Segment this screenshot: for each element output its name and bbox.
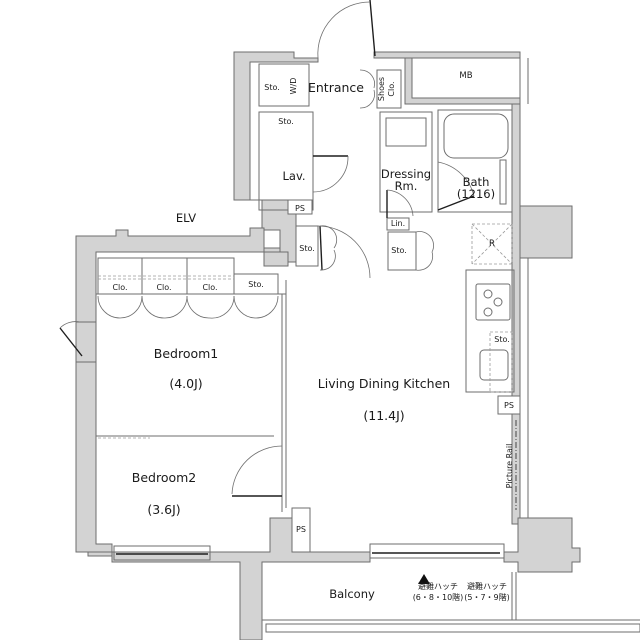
- label-shoes: Shoes: [377, 77, 386, 101]
- label-bedroom1-size: (4.0J): [169, 376, 202, 391]
- annotations: Picture Rail 避難ハッチ (6・8・10階) 避難ハッチ (5・7・…: [413, 444, 514, 602]
- label-sto-hall-right: Sto.: [391, 246, 407, 255]
- label-picture-rail: Picture Rail: [505, 444, 514, 489]
- label-clo-2: Clo.: [156, 283, 171, 292]
- storage-labels: Sto. W/D Sto. Shoes Clo. Clo. Clo. Clo. …: [112, 77, 514, 534]
- label-hatch1: 避難ハッチ: [418, 581, 458, 591]
- label-dressing-rm: Rm.: [395, 179, 418, 193]
- label-sto-kitchen: Sto.: [494, 335, 510, 344]
- label-ps-top: PS: [295, 204, 305, 213]
- label-bedroom2: Bedroom2: [132, 470, 197, 485]
- label-refrigerator: R: [489, 239, 495, 249]
- interior-lines: [75, 58, 640, 633]
- label-shoes-clo: Clo.: [387, 81, 396, 96]
- label-bedroom1: Bedroom1: [154, 346, 219, 361]
- label-elv: ELV: [176, 211, 196, 225]
- label-lin: Lin.: [391, 219, 405, 228]
- label-bath: Bath: [463, 175, 490, 189]
- label-ldk: Living Dining Kitchen: [318, 376, 450, 391]
- label-hatch2: 避難ハッチ: [467, 581, 507, 591]
- label-wd: W/D: [289, 78, 298, 95]
- label-bedroom2-size: (3.6J): [147, 502, 180, 517]
- label-hatch2-floors: (5・7・9階): [464, 592, 510, 602]
- label-mb: MB: [459, 71, 472, 81]
- label-clo-3: Clo.: [202, 283, 217, 292]
- label-ps-kitchen: PS: [504, 401, 514, 410]
- doors: [59, 0, 475, 584]
- label-sto-hall-left: Sto.: [299, 244, 315, 253]
- label-dressing: Dressing: [381, 167, 431, 181]
- room-labels: Entrance MB Lav. Dressing Rm. Bath (1216…: [132, 71, 495, 601]
- label-sto-bedroom: Sto.: [248, 280, 264, 289]
- label-bath-size: (1216): [457, 187, 495, 201]
- label-balcony: Balcony: [329, 587, 375, 601]
- label-hatch1-floors: (6・8・10階): [413, 592, 464, 602]
- label-clo-1: Clo.: [112, 283, 127, 292]
- label-sto-entrance: Sto.: [264, 83, 280, 92]
- label-ps-bottom: PS: [296, 525, 306, 534]
- label-lav: Lav.: [282, 169, 305, 183]
- label-entrance: Entrance: [308, 80, 364, 95]
- label-sto-lav: Sto.: [278, 117, 294, 126]
- label-ldk-size: (11.4J): [363, 408, 404, 423]
